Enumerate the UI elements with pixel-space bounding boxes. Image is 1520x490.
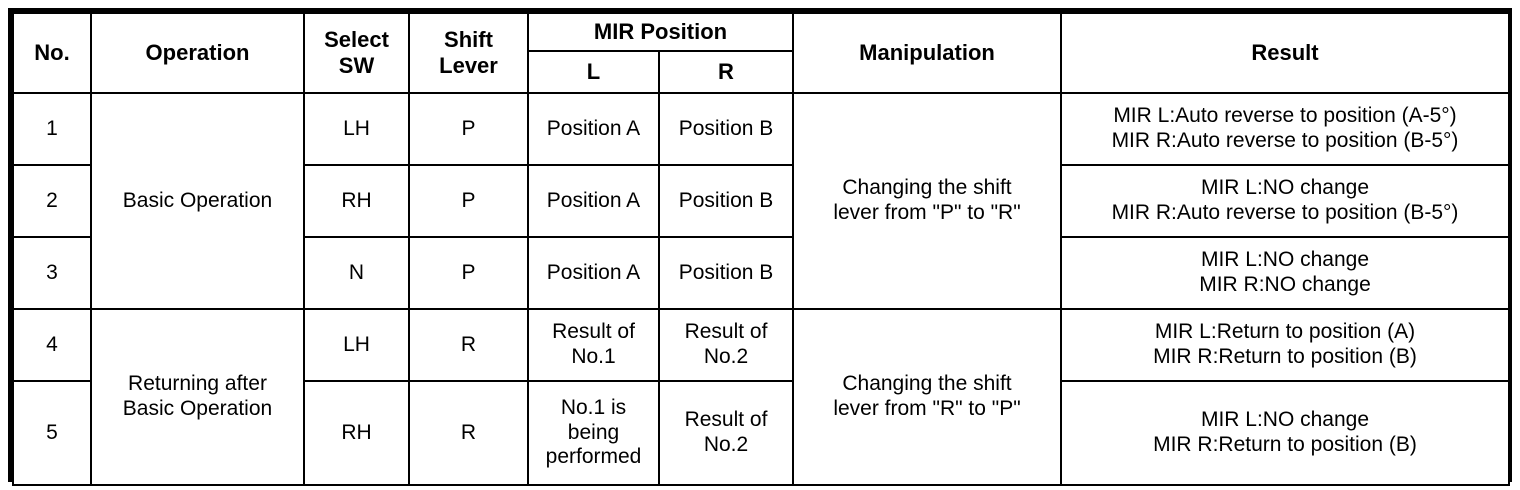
table-row: 3 N P Position A Position B MIR L:NO cha…	[12, 236, 1510, 310]
column-header-shift-lever: Shift Lever	[408, 12, 529, 94]
cell-no: 2	[12, 164, 92, 238]
cell-shift-lever: R	[408, 380, 529, 486]
column-header-select-sw: Select SW	[303, 12, 410, 94]
column-header-mir-l: L	[527, 50, 660, 94]
column-header-mir-position: MIR Position	[527, 12, 794, 52]
cell-mir-l: Result of No.1	[527, 308, 660, 382]
column-header-result: Result	[1060, 12, 1510, 94]
cell-result: MIR L:NO change MIR R:NO change	[1060, 236, 1510, 310]
table-row: 2 RH P Position A Position B MIR L:NO ch…	[12, 164, 1510, 238]
cell-mir-r: Position B	[658, 236, 794, 310]
cell-shift-lever: P	[408, 164, 529, 238]
cell-shift-lever: R	[408, 308, 529, 382]
cell-no: 1	[12, 92, 92, 166]
cell-manipulation: Changing the shift lever from "P" to "R"	[792, 92, 1062, 310]
cell-manipulation: Changing the shift lever from "R" to "P"	[792, 308, 1062, 486]
cell-select-sw: LH	[303, 92, 410, 166]
table-row: 5 RH R No.1 is being performed Result of…	[12, 380, 1510, 486]
cell-mir-l: Position A	[527, 92, 660, 166]
cell-result: MIR L:Return to position (A) MIR R:Retur…	[1060, 308, 1510, 382]
cell-operation: Basic Operation	[90, 92, 305, 310]
cell-shift-lever: P	[408, 92, 529, 166]
cell-mir-r: Position B	[658, 92, 794, 166]
spec-table-container: No. Operation Select SW Shift Lever MIR …	[8, 8, 1512, 486]
table-row: 4 Returning after Basic Operation LH R R…	[12, 308, 1510, 486]
cell-select-sw: N	[303, 236, 410, 310]
cell-result: MIR L:NO change MIR R:Auto reverse to po…	[1060, 164, 1510, 238]
cell-mir-l: No.1 is being performed	[527, 380, 660, 486]
header-row-top: No. Operation Select SW Shift Lever MIR …	[12, 12, 1510, 94]
cell-select-sw: RH	[303, 380, 410, 486]
column-header-operation: Operation	[90, 12, 305, 94]
cell-no: 3	[12, 236, 92, 310]
cell-result: MIR L:NO change MIR R:Return to position…	[1060, 380, 1510, 486]
column-header-mir-r: R	[658, 50, 794, 94]
cell-mir-l: Position A	[527, 164, 660, 238]
cell-select-sw: LH	[303, 308, 410, 382]
column-header-manipulation: Manipulation	[792, 12, 1062, 94]
cell-no: 4	[12, 308, 92, 382]
cell-mir-r: Result of No.2	[658, 308, 794, 382]
cell-shift-lever: P	[408, 236, 529, 310]
cell-operation: Returning after Basic Operation	[90, 308, 305, 486]
table-body: 1 Basic Operation LH P Position A Positi…	[12, 92, 1510, 486]
cell-mir-l: Position A	[527, 236, 660, 310]
table-head: No. Operation Select SW Shift Lever MIR …	[12, 12, 1510, 94]
cell-no: 5	[12, 380, 92, 486]
mir-position-spec-table: No. Operation Select SW Shift Lever MIR …	[12, 12, 1510, 486]
table-row: 1 Basic Operation LH P Position A Positi…	[12, 92, 1510, 310]
cell-select-sw: RH	[303, 164, 410, 238]
column-header-no: No.	[12, 12, 92, 94]
header-row-sub: L R	[13, 50, 1509, 94]
cell-mir-r: Result of No.2	[658, 380, 794, 486]
cell-result: MIR L:Auto reverse to position (A-5°) MI…	[1060, 92, 1510, 166]
cell-mir-r: Position B	[658, 164, 794, 238]
